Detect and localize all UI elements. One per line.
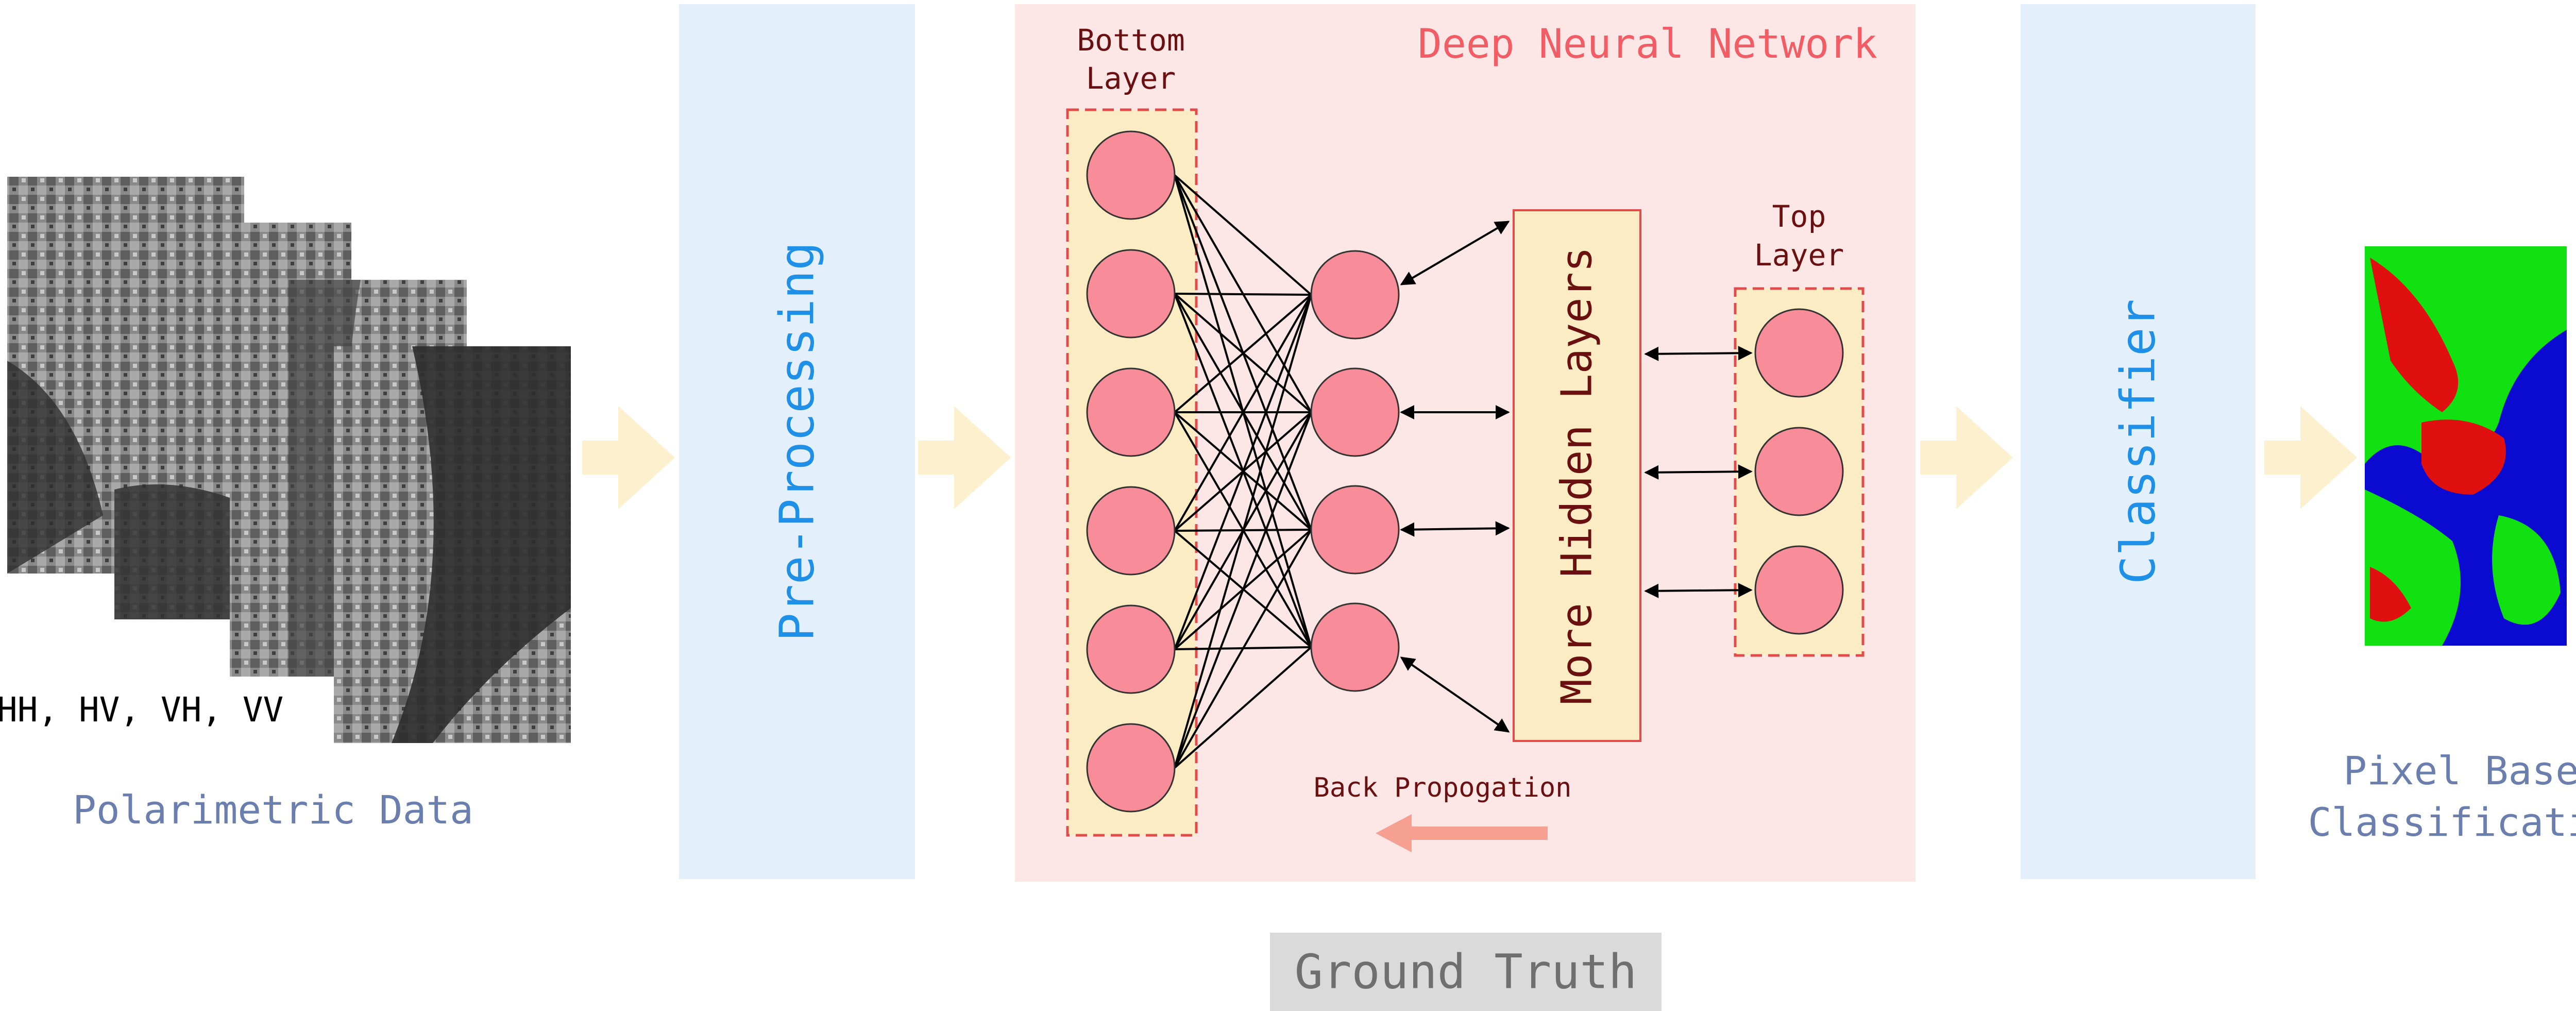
node-connection (1174, 529, 1312, 768)
polarization-channels-label: HH, HV, VH, VV (0, 690, 283, 730)
top-layer-node (1754, 545, 1844, 635)
network-connections (1174, 174, 1753, 769)
top-layer-label: Layer (1754, 238, 1844, 273)
bottom-layer-label: Layer (1086, 61, 1176, 96)
flow-arrow-icon (582, 406, 675, 509)
ground-truth-label: Ground Truth (1295, 945, 1637, 1000)
ground-truth-box: Ground Truth (1270, 933, 1662, 1011)
more-hidden-layers-label: More Hidden Layers (1553, 247, 1602, 705)
preprocessing-label: Pre-Processing (770, 242, 825, 641)
classifier-label: Classifier (2111, 299, 2166, 584)
top-layer-node (1754, 308, 1844, 398)
node-connection (1174, 646, 1312, 769)
node-connection (1174, 174, 1312, 296)
pixel-based-caption: Pixel Based (2343, 748, 2576, 794)
bidirectional-arrow (1400, 521, 1510, 537)
node-connection (1174, 412, 1312, 768)
top-layer-label: Top (1772, 199, 1826, 234)
hidden-layer-node (1310, 367, 1400, 457)
node-connection (1174, 294, 1312, 768)
bidirectional-arrow (1400, 221, 1510, 285)
classifier-stage: Classifier (2021, 4, 2256, 879)
bidirectional-arrow (1644, 583, 1753, 598)
bottom-layer-node (1086, 723, 1176, 813)
backprop-arrow-icon (1376, 814, 1548, 852)
bottom-layer-node (1086, 604, 1176, 694)
classification-map-image (2365, 246, 2567, 646)
bottom-layer-node (1086, 130, 1176, 220)
flow-arrow-icon (2264, 406, 2357, 509)
deep-neural-network-panel: Deep Neural Network Bottom Layer Top Lay… (1015, 4, 1916, 882)
hidden-layer-node (1310, 250, 1400, 340)
preprocessing-stage: Pre-Processing (679, 4, 915, 879)
bottom-layer-box (1066, 108, 1198, 837)
top-layer-node (1754, 427, 1844, 516)
network-nodes (1086, 130, 1844, 813)
bidirectional-arrow (1644, 464, 1753, 480)
backprop-label: Back Propogation (1314, 772, 1572, 803)
sar-image-stack (7, 177, 571, 743)
dnn-title: Deep Neural Network (1418, 21, 1877, 68)
bidirectional-arrow (1400, 656, 1510, 733)
polarimetric-data-caption: Polarimetric Data (73, 787, 473, 833)
node-connection (1174, 294, 1312, 413)
classification-caption: Classification (2308, 799, 2576, 845)
bottom-layer-node (1086, 486, 1176, 576)
bottom-layer-label: Bottom (1077, 23, 1185, 58)
node-connection (1174, 294, 1312, 650)
bottom-layer-node (1086, 249, 1176, 339)
flow-arrow-icon (1920, 406, 2013, 509)
node-connection (1174, 293, 1312, 296)
more-hidden-layers-box (1513, 209, 1641, 742)
sar-image (334, 346, 571, 743)
node-connection (1174, 294, 1312, 532)
hidden-layer-node (1310, 602, 1400, 692)
hidden-layer-node (1310, 485, 1400, 575)
bottom-layer-node (1086, 367, 1176, 457)
bidirectional-arrow (1644, 346, 1753, 361)
flow-arrow-icon (918, 406, 1011, 509)
